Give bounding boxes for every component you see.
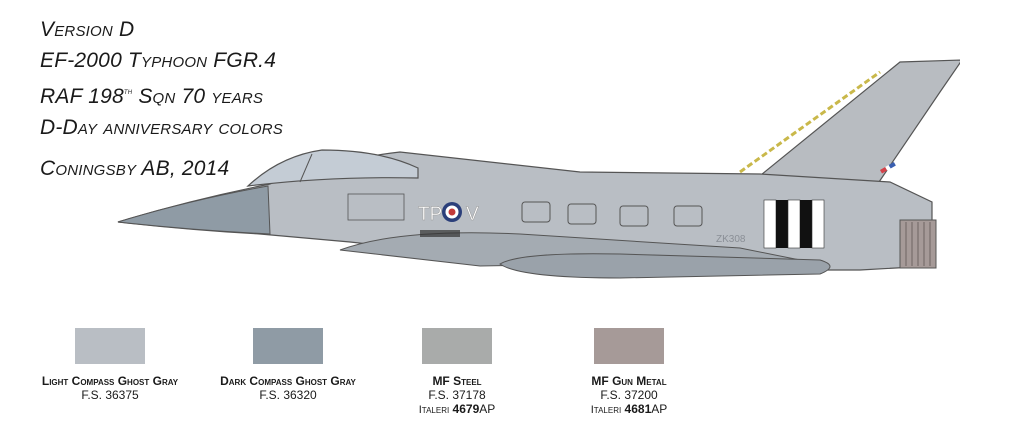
fuselage-code: TP — [418, 204, 442, 225]
italeri-brand: Italeri — [418, 404, 450, 416]
fuselage-panel — [521, 201, 551, 223]
italeri-number: 4679 — [452, 402, 480, 416]
swatch-label-dark-compass-ghost-gray: Dark Compass Ghost Gray F.S. 36320 — [188, 374, 388, 402]
swatch-dark-compass-ghost-gray — [253, 328, 323, 364]
paint-name: Dark Compass Ghost Gray — [220, 374, 356, 388]
swatch-mf-steel — [422, 328, 492, 364]
canopy-frame — [299, 153, 313, 183]
fuel-tank — [499, 253, 831, 279]
access-panel — [347, 193, 405, 221]
italeri-code: Italeri 4681AP — [529, 402, 729, 417]
typhoon-side-profile: TP V ZK308 — [117, 59, 960, 279]
base-location: Coningsby AB, 2014 — [40, 157, 230, 180]
italeri-suffix: AP — [479, 402, 496, 416]
fuselage-panel — [619, 205, 649, 227]
federal-standard-code: F.S. 37178 — [428, 388, 486, 402]
squadron-line: RAF 198th Sqn 70 years — [40, 76, 283, 112]
squadron-anniversary: Sqn 70 years — [132, 85, 264, 108]
swatch-light-compass-ghost-gray — [75, 328, 145, 364]
federal-standard-code: F.S. 37200 — [600, 388, 658, 402]
swatch-mf-gun-metal — [594, 328, 664, 364]
fuselage-panel — [567, 203, 597, 225]
aircraft-type: EF-2000 Typhoon FGR.4 — [40, 49, 277, 72]
fin-leading-edge-stripe — [739, 70, 881, 174]
swatch-label-mf-steel: MF Steel F.S. 37178 Italeri 4679AP — [357, 374, 557, 417]
walkway-marking — [420, 230, 460, 237]
paint-name: Light Compass Ghost Gray — [41, 374, 179, 388]
swatch-label-light-compass-ghost-gray: Light Compass Ghost Gray F.S. 36375 — [10, 374, 210, 402]
nose-radome — [117, 185, 271, 235]
fuselage-panel — [673, 205, 703, 227]
federal-standard-code: F.S. 36375 — [81, 388, 139, 402]
raf-roundel — [442, 202, 462, 222]
paint-name: MF Steel — [432, 374, 482, 388]
federal-standard-code: F.S. 36320 — [259, 388, 317, 402]
version-label: Version D — [40, 18, 135, 41]
roundel-letter: V — [466, 204, 479, 225]
swatch-label-mf-gun-metal: MF Gun Metal F.S. 37200 Italeri 4681AP — [529, 374, 729, 417]
italeri-suffix: AP — [651, 402, 668, 416]
version-title-block: Version D EF-2000 Typhoon FGR.4 RAF 198t… — [40, 14, 283, 184]
italeri-code: Italeri 4679AP — [357, 402, 557, 417]
fin-flash-red — [880, 167, 888, 174]
paint-name: MF Gun Metal — [591, 374, 667, 388]
scheme-description: D-Day anniversary colors — [40, 116, 284, 139]
fin-flash-white — [885, 165, 891, 171]
italeri-brand: Italeri — [590, 404, 622, 416]
squadron-ordinal: th — [123, 86, 133, 96]
aircraft-serial: ZK308 — [716, 234, 746, 245]
canopy — [246, 149, 419, 187]
fin-flash — [880, 162, 896, 174]
italeri-number: 4681 — [624, 402, 652, 416]
invasion-stripes — [763, 199, 825, 249]
squadron-name: RAF 198 — [40, 85, 124, 108]
fin-flash-blue — [888, 162, 896, 169]
